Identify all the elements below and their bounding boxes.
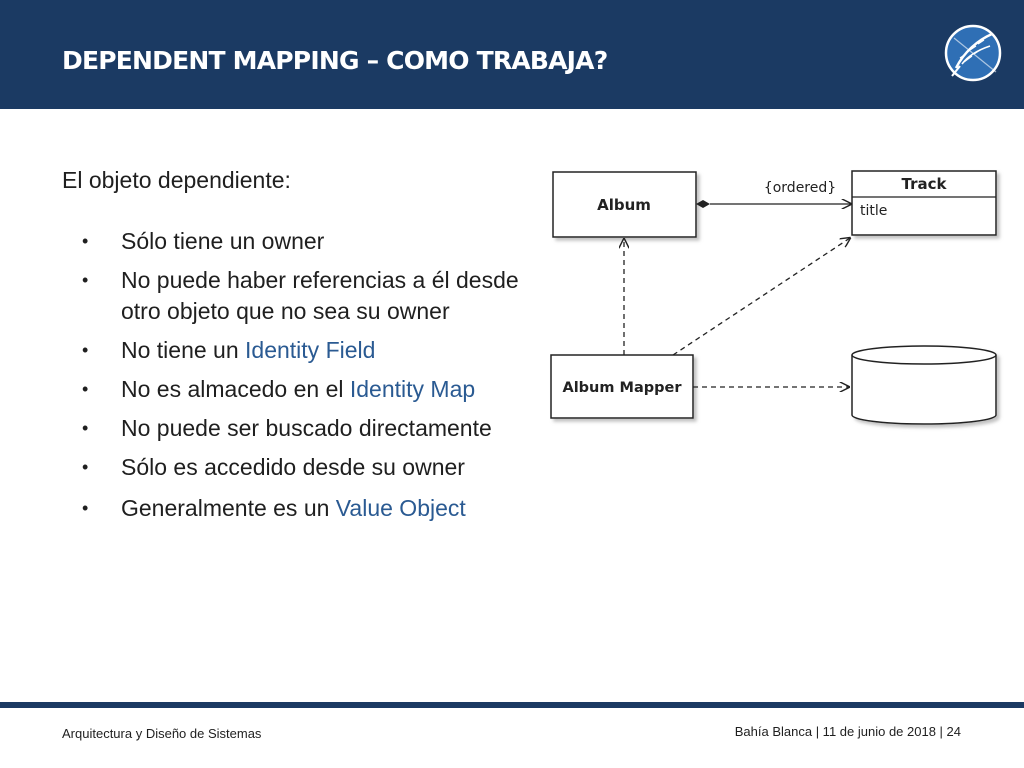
list-item: • Sólo tiene un owner: [80, 226, 540, 257]
list-item: • No puede ser buscado directamente: [80, 413, 540, 444]
album-mapper-class-box: Album Mapper: [550, 354, 694, 419]
bullet-marker: •: [82, 379, 89, 399]
list-item: • No es almacedo en el Identity Map: [80, 374, 540, 405]
composition-diamond: [696, 200, 710, 208]
bullet-marker: •: [82, 340, 89, 360]
bullet-marker: •: [82, 498, 89, 518]
list-item: • No puede haber referencias a él desde …: [80, 265, 540, 327]
slide-info: Bahía Blanca | 11 de junio de 2018 | 24: [734, 724, 961, 739]
track-class-box: Track title: [851, 170, 997, 236]
bullet-text: Generalmente es un: [121, 495, 336, 521]
bullet-text: No tiene un: [121, 337, 246, 363]
footer-divider: [0, 702, 1024, 708]
slide-header: DEPENDENT MAPPING – COMO TRABAJA?: [0, 0, 1024, 109]
database-cylinder-icon: [851, 345, 997, 425]
bullet-text: No puede haber referencias a él desde ot…: [121, 267, 519, 324]
bullet-text: Sólo es accedido desde su owner: [121, 454, 465, 480]
bullet-highlight: Identity Field: [245, 337, 376, 363]
list-item: • Generalmente es un Value Object: [80, 493, 540, 524]
track-attribute: title: [860, 203, 887, 219]
album-label: Album: [597, 196, 651, 214]
list-item: • No tiene un Identity Field: [80, 335, 540, 366]
album-mapper-label: Album Mapper: [562, 380, 682, 396]
intro-text: El objeto dependiente:: [62, 167, 291, 193]
slide-title: DEPENDENT MAPPING – COMO TRABAJA?: [62, 46, 608, 75]
bullet-highlight: Identity Map: [349, 376, 476, 402]
course-name: Arquitectura y Diseño de Sistemas: [62, 726, 262, 741]
bullet-list: • Sólo tiene un owner • No puede haber r…: [80, 226, 540, 524]
bullet-highlight: Value Object: [335, 495, 466, 521]
association-label: {ordered}: [764, 180, 836, 196]
mapper-to-track-dependency: [672, 238, 850, 356]
list-item: • Sólo es accedido desde su owner: [80, 452, 540, 483]
bullet-text: No puede ser buscado directamente: [121, 415, 492, 441]
bullet-marker: •: [82, 418, 89, 438]
album-class-box: Album: [552, 171, 697, 238]
bullet-marker: •: [82, 270, 89, 290]
bullet-marker: •: [82, 231, 89, 251]
uml-diagram: Album Track title {ordered} Album Mapper: [550, 170, 997, 425]
bullet-marker: •: [82, 457, 89, 477]
bullet-text: No es almacedo en el: [121, 376, 350, 402]
university-emblem-icon: [944, 24, 1002, 82]
track-label: Track: [902, 175, 948, 193]
bullet-text: Sólo tiene un owner: [121, 228, 325, 254]
